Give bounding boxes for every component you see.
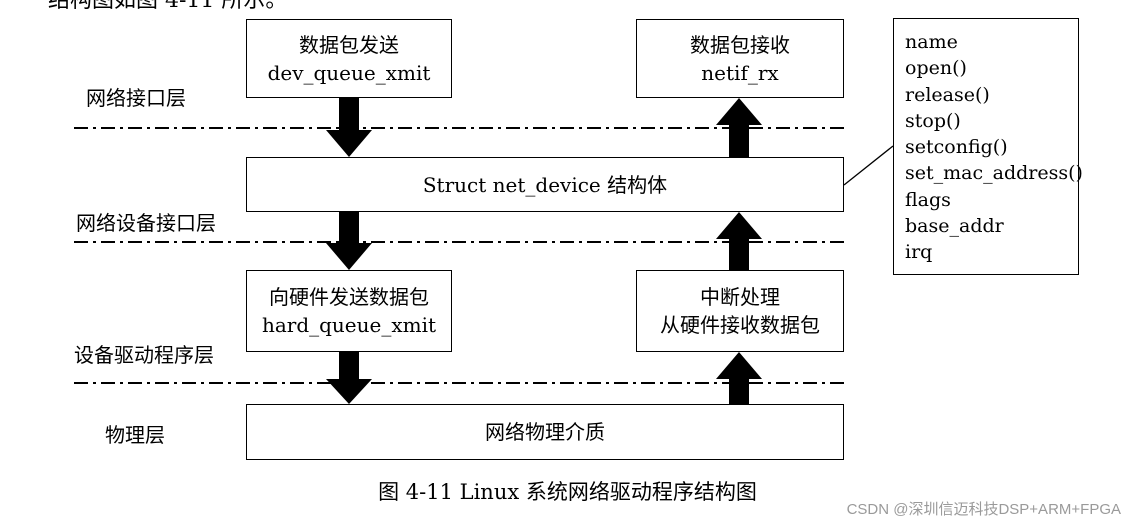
member-item: stop()	[905, 109, 961, 132]
physical-medium-box: 网络物理介质	[246, 404, 844, 460]
member-item: flags	[905, 188, 951, 211]
receive-box-title: 数据包接收	[690, 32, 790, 57]
interrupt-box-subtitle: 从硬件接收数据包	[660, 313, 820, 337]
member-item: irq	[905, 241, 933, 264]
arrow-up-3	[716, 352, 762, 404]
send-box-title: 数据包发送	[299, 32, 399, 57]
preceding-text-line: 结构图如图 4-11 所示。	[48, 0, 288, 13]
arrow-up-1	[716, 98, 762, 157]
arrow-down-1	[326, 98, 372, 157]
layer-label-driver: 设备驱动程序层	[74, 343, 214, 367]
net-device-box: Struct net_device 结构体	[246, 157, 844, 212]
member-item: set_mac_address()	[905, 162, 1083, 185]
layer-label-physical: 物理层	[105, 423, 165, 447]
receive-box-function: netif_rx	[701, 60, 779, 85]
arrow-up-2	[716, 212, 762, 270]
send-box: 数据包发送 dev_queue_xmit	[246, 19, 452, 98]
member-item: base_addr	[905, 215, 1004, 238]
layer-separator-3	[74, 382, 844, 384]
arrow-down-3	[326, 352, 372, 404]
member-item: name	[905, 31, 958, 53]
net-device-label: Struct net_device 结构体	[422, 172, 668, 197]
layer-separator-1	[74, 127, 844, 129]
interrupt-box: 中断处理 从硬件接收数据包	[636, 270, 844, 352]
member-item: open()	[905, 57, 967, 80]
hw-send-box-title: 向硬件发送数据包	[269, 285, 429, 309]
send-box-function: dev_queue_xmit	[267, 60, 431, 85]
receive-box: 数据包接收 netif_rx	[636, 19, 844, 98]
hw-send-box: 向硬件发送数据包 hard_queue_xmit	[246, 270, 452, 352]
interrupt-box-title: 中断处理	[700, 285, 780, 309]
figure-caption: 图 4-11 Linux 系统网络驱动程序结构图	[378, 480, 757, 504]
layer-separator-2	[74, 241, 844, 243]
member-item: setconfig()	[905, 136, 1008, 159]
net-device-member-list: name open() release() stop() setconfig()…	[893, 18, 1083, 275]
layer-label-device-interface: 网络设备接口层	[76, 211, 216, 235]
hw-send-box-function: hard_queue_xmit	[261, 313, 437, 337]
arrow-down-2	[326, 212, 372, 270]
watermark: CSDN @深圳信迈科技DSP+ARM+FPGA	[846, 501, 1121, 518]
member-item: release()	[905, 83, 990, 106]
layer-label-network-interface: 网络接口层	[86, 86, 186, 110]
member-connector-line	[843, 145, 894, 186]
physical-medium-label: 网络物理介质	[485, 420, 605, 444]
